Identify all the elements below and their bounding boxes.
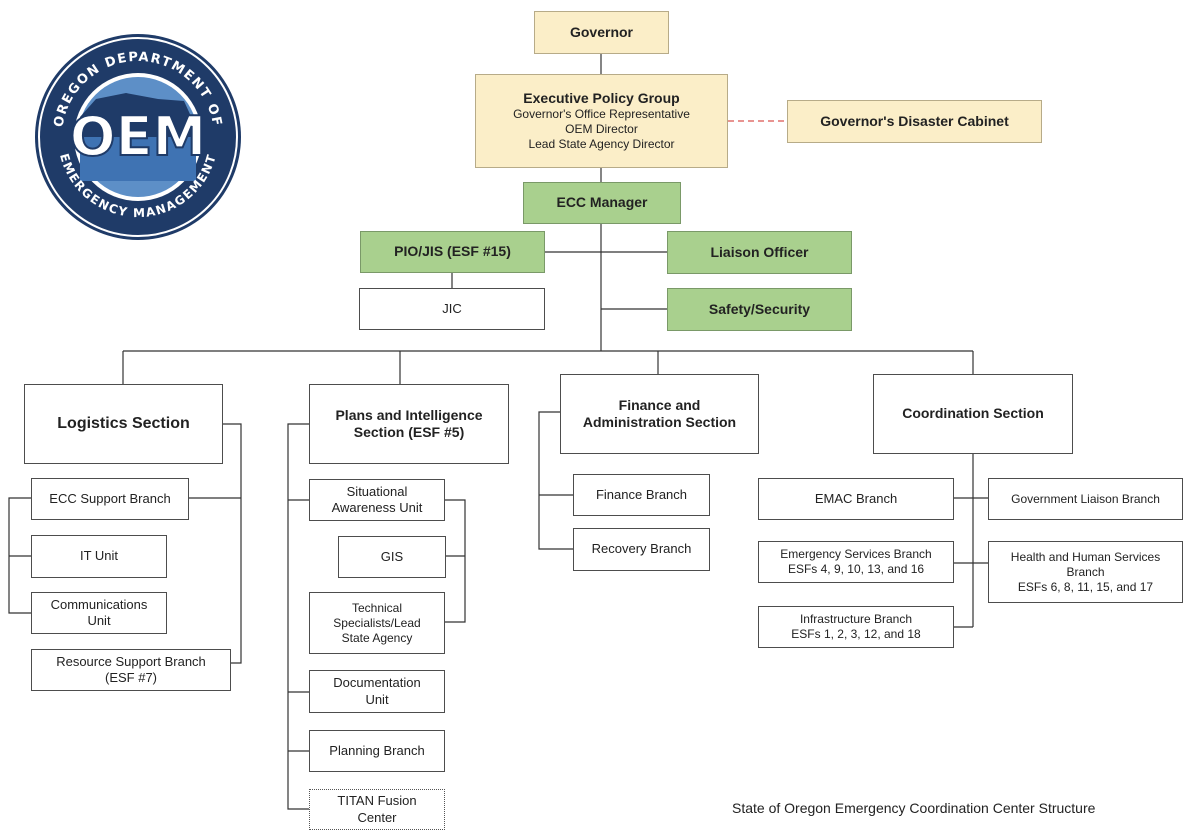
pio-jis-box: PIO/JIS (ESF #15) (360, 231, 545, 273)
infrastructure-branch-box: Infrastructure Branch ESFs 1, 2, 3, 12, … (758, 606, 954, 648)
diagram-caption: State of Oregon Emergency Coordination C… (732, 800, 1096, 816)
documentation-unit-line: Unit (365, 691, 389, 707)
communications-unit-line: Communications (50, 596, 148, 612)
situational-awareness-line: Situational (346, 483, 408, 499)
finance-branch-box: Finance Branch (573, 474, 710, 516)
titan-fusion-center-line: Center (357, 809, 397, 825)
recovery-branch-label: Recovery Branch (591, 541, 692, 557)
recovery-branch-box: Recovery Branch (573, 528, 710, 571)
emergency-services-branch-line: Emergency Services Branch (780, 547, 932, 561)
documentation-unit-box: Documentation Unit (309, 670, 445, 713)
pio-jis-label: PIO/JIS (ESF #15) (394, 243, 511, 260)
governor-label: Governor (569, 23, 633, 40)
executive-policy-group-title: Executive Policy Group (523, 89, 680, 106)
coordination-section-box: Coordination Section (873, 374, 1073, 454)
oem-logo: OREGON DEPARTMENT OF EMERGENCY MANAGEMEN… (35, 34, 241, 240)
technical-specialists-line: Specialists/Lead (333, 615, 421, 630)
health-human-services-line: Branch (1066, 564, 1105, 579)
it-unit-label: IT Unit (79, 548, 119, 564)
epg-member: Lead State Agency Director (528, 137, 675, 152)
communications-unit-box: Communications Unit (31, 592, 167, 634)
health-human-services-line: ESFs 6, 8, 11, 15, and 17 (1017, 579, 1154, 594)
liaison-officer-label: Liaison Officer (710, 243, 809, 260)
resource-support-branch-box: Resource Support Branch (ESF #7) (31, 649, 231, 691)
resource-support-branch-line: (ESF #7) (104, 670, 157, 685)
situational-awareness-line: Awareness Unit (331, 500, 423, 515)
disaster-cabinet-box: Governor's Disaster Cabinet (787, 100, 1042, 143)
resource-support-branch-line: Resource Support Branch (56, 653, 206, 669)
planning-branch-label: Planning Branch (329, 742, 425, 758)
ecc-manager-box: ECC Manager (523, 182, 681, 224)
executive-policy-group-box: Executive Policy Group Governor's Office… (475, 74, 728, 168)
finance-section-box: Finance and Administration Section (560, 374, 759, 454)
ecc-support-branch-label: ECC Support Branch (49, 490, 171, 506)
government-liaison-branch-box: Government Liaison Branch (988, 478, 1183, 520)
emergency-services-branch-line: ESFs 4, 9, 10, 13, and 16 (787, 562, 925, 576)
technical-specialists-line: State Agency (341, 630, 413, 645)
epg-member: OEM Director (565, 122, 638, 137)
emac-branch-label: EMAC Branch (814, 490, 898, 506)
gis-box: GIS (338, 536, 446, 578)
emac-branch-box: EMAC Branch (758, 478, 954, 520)
technical-specialists-line: Technical (351, 600, 403, 615)
epg-member: Governor's Office Representative (513, 107, 690, 122)
infrastructure-branch-line: ESFs 1, 2, 3, 12, and 18 (791, 627, 921, 641)
plans-section-box: Plans and Intelligence Section (ESF #5) (309, 384, 509, 464)
infrastructure-branch-line: Infrastructure Branch (799, 612, 913, 626)
finance-section-title-line: Finance and (618, 396, 701, 413)
safety-security-box: Safety/Security (667, 288, 852, 331)
technical-specialists-box: Technical Specialists/Lead State Agency (309, 592, 445, 654)
plans-section-title-line: Plans and Intelligence (335, 406, 483, 423)
it-unit-box: IT Unit (31, 535, 167, 578)
government-liaison-branch-label: Government Liaison Branch (1011, 491, 1160, 506)
titan-fusion-center-line: TITAN Fusion (337, 793, 417, 809)
health-human-services-branch-box: Health and Human Services Branch ESFs 6,… (988, 541, 1183, 603)
jic-label: JIC (442, 300, 462, 316)
titan-fusion-center-box: TITAN Fusion Center (309, 789, 445, 830)
ecc-manager-label: ECC Manager (556, 194, 648, 211)
finance-branch-label: Finance Branch (595, 486, 688, 502)
planning-branch-box: Planning Branch (309, 730, 445, 772)
disaster-cabinet-label: Governor's Disaster Cabinet (820, 112, 1009, 129)
finance-section-title-line: Administration Section (582, 414, 737, 430)
communications-unit-line: Unit (87, 613, 111, 628)
health-human-services-line: Health and Human Services (1010, 549, 1161, 564)
plans-section-title-line: Section (ESF #5) (353, 424, 465, 440)
liaison-officer-box: Liaison Officer (667, 231, 852, 274)
logo-wordmark: OEM (70, 105, 207, 168)
safety-security-label: Safety/Security (708, 300, 811, 317)
documentation-unit-line: Documentation (333, 675, 421, 691)
governor-box: Governor (534, 11, 669, 54)
jic-box: JIC (359, 288, 545, 330)
ecc-support-branch-box: ECC Support Branch (31, 478, 189, 520)
situational-awareness-unit-box: Situational Awareness Unit (309, 479, 445, 521)
coordination-section-title: Coordination Section (902, 405, 1044, 422)
logistics-section-box: Logistics Section (24, 384, 223, 464)
logistics-section-title: Logistics Section (57, 415, 190, 432)
gis-label: GIS (380, 548, 404, 564)
emergency-services-branch-box: Emergency Services Branch ESFs 4, 9, 10,… (758, 541, 954, 583)
